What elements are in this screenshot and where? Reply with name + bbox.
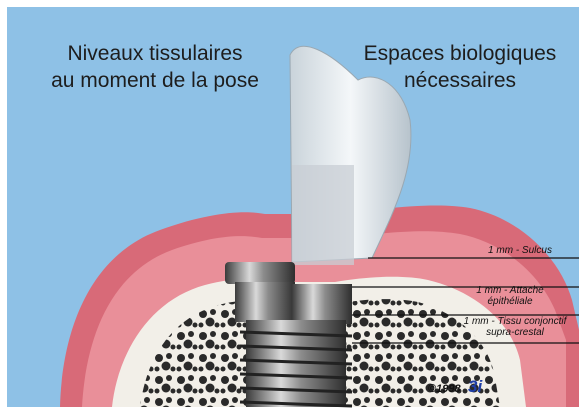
healing-abutment xyxy=(235,282,295,322)
label-attache: 1 mm - Attache épithéliale xyxy=(455,285,565,307)
brand-logo: 3i xyxy=(468,377,482,397)
label-attache-line-1: 1 mm - Attache xyxy=(455,285,565,296)
label-sulcus: 1 mm - Sulcus xyxy=(470,245,570,256)
left-caption-line-1: Niveaux tissulaires xyxy=(30,40,280,67)
left-caption-line-2: au moment de la pose xyxy=(30,67,280,94)
abutment-core xyxy=(292,165,354,265)
healing-cap xyxy=(225,262,295,284)
right-caption-line-2: nécessaires xyxy=(345,67,575,94)
label-tissu: 1 mm - Tissu conjonctif supra-crestal xyxy=(455,316,575,338)
right-caption: Espaces biologiques nécessaires xyxy=(345,40,575,94)
label-tissu-line-2: supra-crestal xyxy=(455,327,575,338)
abutment-collar xyxy=(292,284,352,324)
label-attache-line-2: épithéliale xyxy=(455,296,565,307)
right-caption-line-1: Espaces biologiques xyxy=(345,40,575,67)
label-tissu-line-1: 1 mm - Tissu conjonctif xyxy=(455,316,575,327)
left-caption: Niveaux tissulaires au moment de la pose xyxy=(30,40,280,94)
copyright-text: ©1998 xyxy=(428,383,461,395)
